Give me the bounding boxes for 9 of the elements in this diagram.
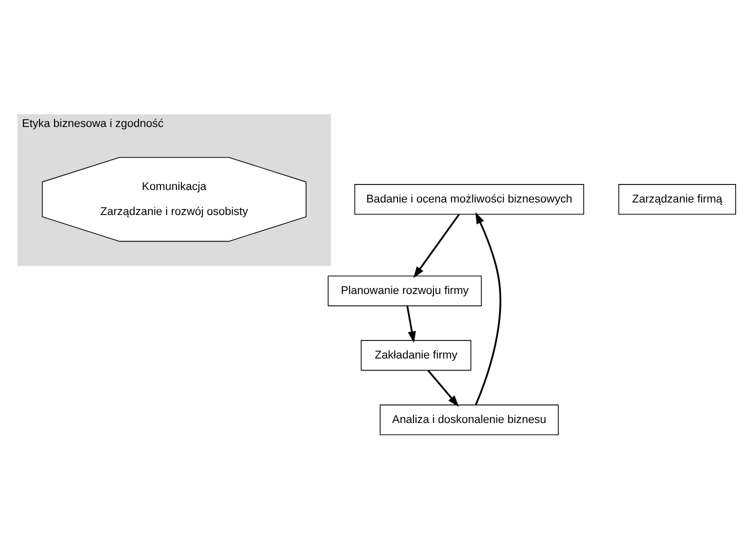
arrow bbox=[474, 212, 502, 405]
node-box: Planowanie rozwoju firmy bbox=[328, 275, 482, 306]
arrow bbox=[413, 214, 460, 278]
node-box: Zarządzanie firmą bbox=[618, 184, 736, 214]
arrow bbox=[406, 305, 416, 342]
node-box: Badanie i ocena możliwości biznesowych bbox=[354, 184, 584, 214]
arrow bbox=[427, 369, 459, 406]
node-box: Zakładanie firmy bbox=[360, 340, 472, 370]
node-box: Analiza i doskonalenie biznesu bbox=[380, 404, 559, 435]
